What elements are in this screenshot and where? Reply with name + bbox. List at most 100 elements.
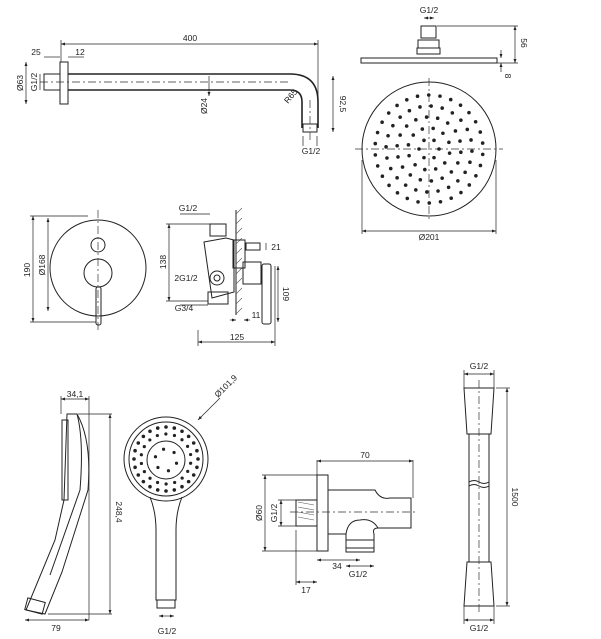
arm-tube-diameter-label: Ø24: [199, 98, 209, 114]
nozzle-dot: [474, 173, 478, 178]
mixer-valve-drawing: G1/2 138 21 2G1/2 109 G3/4 11 125: [158, 203, 291, 346]
nozzle-dot: [173, 480, 177, 485]
nozzle-dot: [447, 151, 452, 155]
hand-length-label: 248,4: [114, 501, 124, 523]
nozzle-dot: [415, 94, 420, 99]
nozzle-dot: [142, 469, 147, 474]
nozzle-dot: [155, 433, 159, 438]
overhead-shower-drawing: G1/2 56 8 Ø201: [355, 5, 529, 242]
nozzle-dot: [406, 143, 411, 147]
nozzle-dot: [155, 426, 160, 430]
nozzle-dot: [459, 190, 463, 195]
wall-plate-height-label: 190: [22, 263, 32, 277]
nozzle-dot: [445, 121, 450, 125]
nozzle-dot: [478, 163, 483, 168]
nozzle-dot: [156, 465, 160, 470]
hand-head-depth-label: 34,1: [67, 389, 84, 399]
nozzle-dot: [413, 162, 417, 167]
nozzle-dot: [467, 183, 472, 187]
outlet-flange-depth-label: 17: [301, 585, 311, 595]
nozzle-dot: [398, 133, 402, 137]
nozzle-dot: [375, 130, 380, 135]
arm-flange-offset-label: 12: [75, 47, 85, 57]
nozzle-dot: [426, 93, 431, 97]
nozzle-dot: [142, 444, 146, 449]
valve-lever-height-label: 109: [281, 287, 291, 301]
nozzle-dot: [395, 176, 399, 180]
outlet-offset-label: 34: [332, 561, 342, 571]
valve-side-thread-label: 2G1/2: [174, 273, 197, 283]
arm-flange-depth-label: 25: [31, 47, 41, 57]
nozzle-dot: [172, 426, 177, 430]
nozzle-dot: [196, 457, 200, 461]
arm-drop-label: 92,5: [338, 96, 348, 113]
nozzle-dot: [423, 167, 427, 172]
nozzle-dot: [186, 434, 191, 439]
nozzle-dot: [441, 131, 445, 136]
hose-top-thread-label: G1/2: [470, 361, 489, 371]
nozzle-dot: [398, 115, 402, 119]
nozzle-dot: [431, 126, 435, 131]
valve-inlet-thread-label: G3/4: [175, 303, 194, 313]
nozzle-dot: [195, 465, 199, 470]
hand-head-diameter-label: Ø101,9: [212, 372, 239, 399]
nozzle-dot: [405, 196, 410, 201]
nozzle-dot: [396, 155, 400, 159]
nozzle-dot: [458, 103, 463, 107]
nozzle-dot: [436, 189, 440, 193]
nozzle-dot: [388, 166, 393, 171]
nozzle-dot: [180, 484, 184, 489]
overhead-plate-thickness-label: 8: [503, 74, 513, 79]
nozzle-dot: [427, 201, 432, 205]
nozzle-dot: [424, 115, 429, 119]
nozzle-dot: [425, 190, 429, 194]
nozzle-dot: [148, 476, 152, 480]
nozzle-dot: [172, 488, 177, 492]
nozzle-dot: [387, 183, 391, 188]
hand-thread-label: G1/2: [158, 626, 177, 636]
outlet-flange-diameter-label: Ø60: [254, 505, 264, 521]
arm-outlet-thread-label: G1/2: [302, 146, 321, 156]
nozzle-dot: [395, 103, 399, 108]
nozzle-dot: [186, 469, 190, 474]
nozzle-dot: [411, 133, 416, 137]
hand-shower-drawing: 34,1 248,4 79 Ø101,9 G1/2: [24, 372, 239, 636]
nozzle-dot: [185, 444, 190, 449]
nozzle-dot: [438, 199, 443, 204]
nozzle-dot: [463, 170, 467, 175]
nozzle-dot: [391, 123, 395, 128]
nozzle-dot: [407, 108, 412, 113]
nozzle-dot: [465, 127, 470, 132]
nozzle-dot: [429, 179, 434, 183]
nozzle-dot: [180, 476, 184, 480]
nozzle-dot: [164, 489, 168, 493]
arm-length-label: 400: [183, 33, 197, 43]
overhead-diameter-label: Ø201: [419, 232, 440, 242]
nozzle-dot: [191, 441, 196, 445]
nozzle-dot: [164, 425, 168, 429]
nozzle-dot: [136, 441, 141, 445]
nozzle-dot: [453, 129, 458, 133]
valve-height-label: 138: [158, 255, 168, 269]
nozzle-dot: [166, 469, 171, 473]
nozzle-dot: [189, 452, 193, 457]
nozzle-dot: [380, 174, 385, 179]
nozzle-dot: [386, 134, 390, 138]
nozzle-dot: [164, 482, 168, 486]
nozzle-dot: [442, 161, 447, 165]
nozzle-dot: [422, 155, 426, 160]
nozzle-dot: [468, 160, 472, 164]
nozzle-dot: [438, 94, 442, 98]
nozzle-dot: [186, 479, 191, 484]
nozzle-dot: [470, 149, 474, 153]
nozzle-dot: [375, 164, 380, 168]
nozzle-dot: [395, 144, 399, 148]
nozzle-dot: [139, 453, 143, 457]
nozzle-dot: [456, 179, 460, 183]
nozzle-dot: [172, 433, 177, 438]
nozzle-dot: [435, 116, 440, 120]
nozzle-dot: [153, 455, 158, 459]
nozzle-dot: [133, 465, 137, 470]
nozzle-dot: [469, 138, 473, 142]
nozzle-dot: [148, 429, 152, 434]
